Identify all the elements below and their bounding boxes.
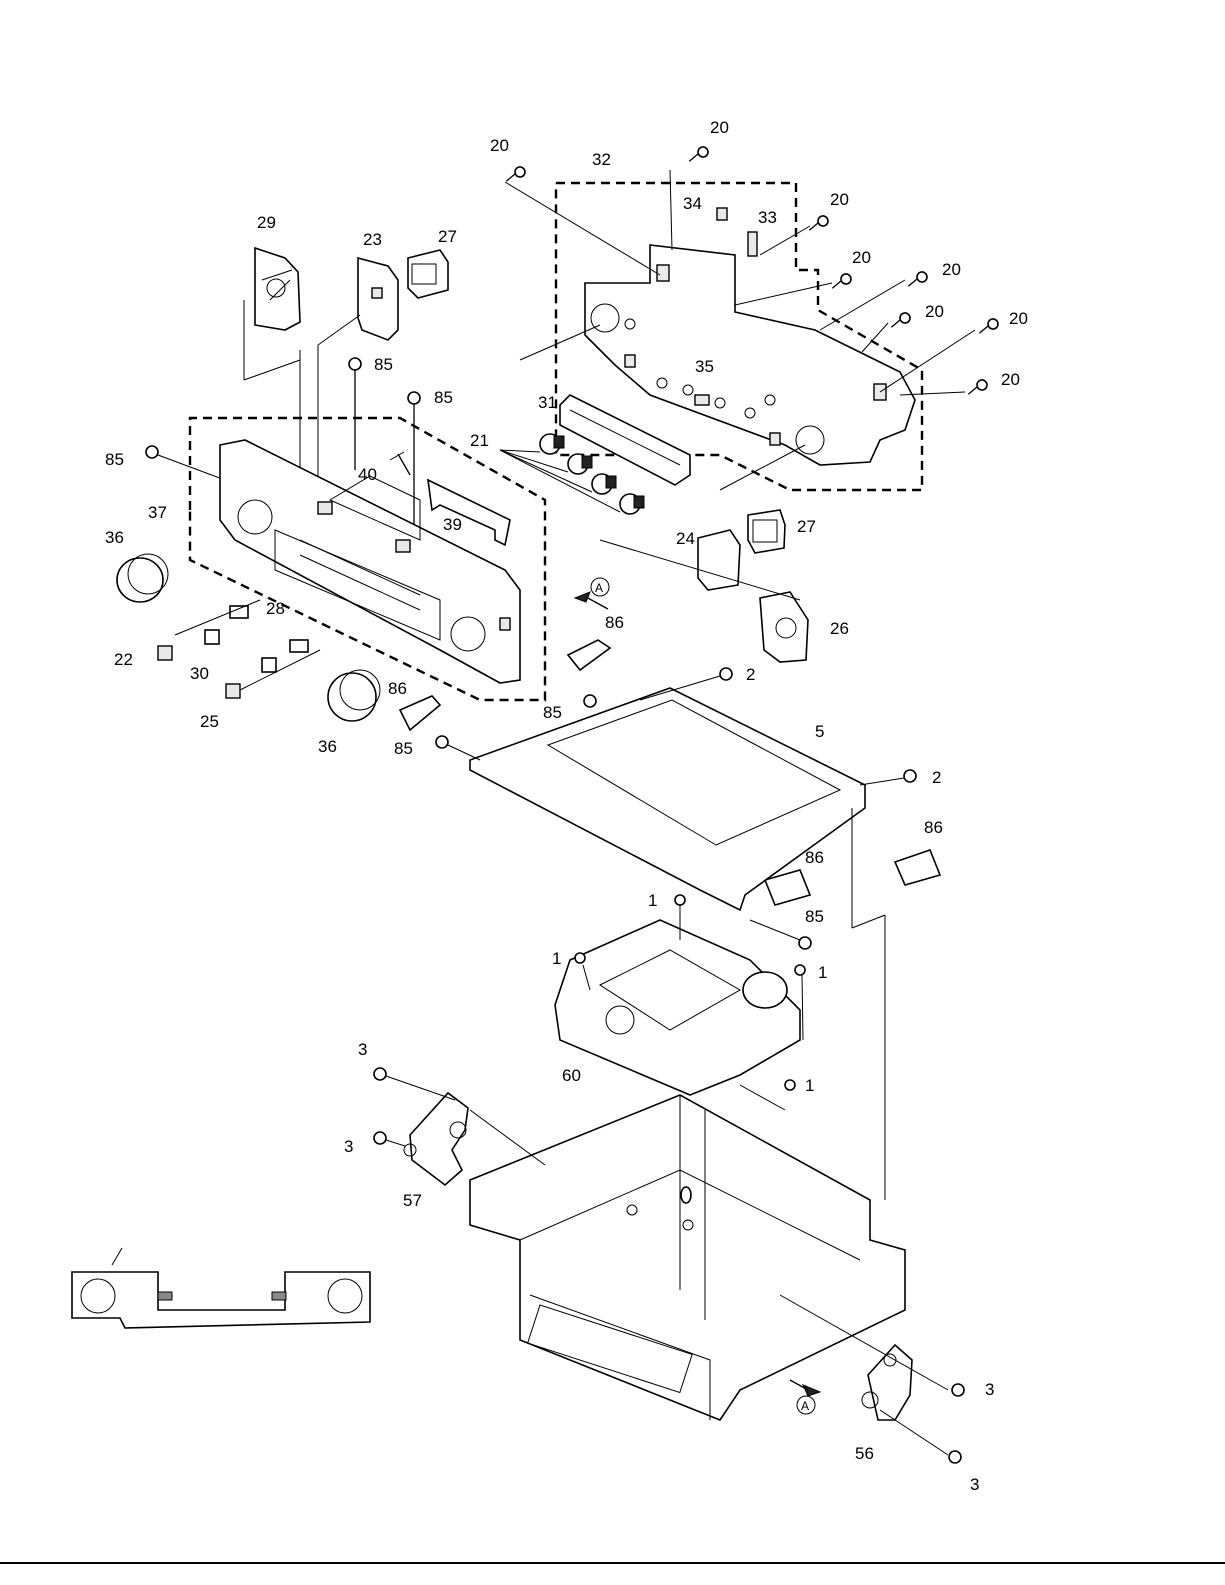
callout-label: 85 [374, 355, 393, 374]
callout-label: 3 [344, 1137, 353, 1156]
callout-label: 86 [605, 613, 624, 632]
callout-label: 36 [318, 737, 337, 756]
callout-label: 29 [257, 213, 276, 232]
callout-label: 85 [394, 739, 413, 758]
callout-label: 2 [746, 665, 755, 684]
callout-label: 27 [797, 517, 816, 536]
callout-label: 20 [942, 260, 961, 279]
knob-holder-23 [318, 258, 398, 495]
callout-label: 3 [358, 1040, 367, 1059]
callout-label: 1 [818, 963, 827, 982]
callout-label: 32 [592, 150, 611, 169]
callout-label: 3 [970, 1475, 979, 1494]
knob-36-upper [117, 554, 168, 602]
callout-label: 22 [114, 650, 133, 669]
knob-holder-24 [698, 530, 740, 590]
callout-label: 33 [758, 208, 777, 227]
callout-label: 35 [695, 357, 714, 376]
callout-label: 40 [358, 465, 377, 484]
pad-86-a [568, 640, 610, 670]
callout-label: 60 [562, 1066, 581, 1085]
callout-label: 20 [1009, 309, 1028, 328]
switch-27-right [748, 510, 785, 553]
callout-label: 20 [925, 302, 944, 321]
callout-label: 28 [266, 599, 285, 618]
cap-25 [226, 684, 240, 698]
callout-label: 21 [470, 431, 489, 450]
callout-label: 39 [443, 515, 462, 534]
callout-label: 3 [985, 1380, 994, 1399]
callout-label: 20 [1001, 370, 1020, 389]
callout-label: 1 [805, 1076, 814, 1095]
callout-label: 34 [683, 194, 702, 213]
callout-label: 85 [543, 703, 562, 722]
chassis [470, 1095, 905, 1420]
inset-plate [72, 1248, 370, 1328]
callout-label: 25 [200, 712, 219, 731]
callout-label: 1 [648, 891, 657, 910]
callout-label: 86 [924, 818, 943, 837]
callout-label: A [595, 581, 603, 595]
callout-label: 85 [434, 388, 453, 407]
pad-86-d [895, 850, 940, 885]
callout-label: 20 [710, 118, 729, 137]
knob-36-lower [328, 670, 380, 721]
callout-label: 57 [403, 1191, 422, 1210]
callout-label: 86 [388, 679, 407, 698]
cap-22 [158, 646, 172, 660]
callout-label: 56 [855, 1444, 874, 1463]
arrow-A-upper [575, 578, 609, 609]
callout-label: 1 [552, 949, 561, 968]
callout-label: 5 [815, 722, 824, 741]
callout-label: 23 [363, 230, 382, 249]
callout-label: 20 [490, 136, 509, 155]
front-bezel-37 [190, 418, 545, 700]
bracket-39 [428, 480, 510, 545]
pcb-assembly-32 [520, 183, 922, 490]
bottom-rule [0, 1562, 1225, 1564]
callout-label: 30 [190, 664, 209, 683]
switch-27-top [408, 250, 448, 298]
callout-label: 2 [932, 768, 941, 787]
callout-label: 20 [830, 190, 849, 209]
callout-label: 31 [538, 393, 557, 412]
callout-label: 86 [805, 848, 824, 867]
callout-label: 85 [105, 450, 124, 469]
pad-86-b [400, 696, 440, 730]
callout-label: 37 [148, 503, 167, 522]
spring-40 [390, 452, 410, 475]
callout-label: 20 [852, 248, 871, 267]
callout-label: 27 [438, 227, 457, 246]
callout-label: 24 [676, 529, 695, 548]
callout-label: 36 [105, 528, 124, 547]
callout-label: A [801, 1399, 809, 1413]
callout-label: 85 [805, 907, 824, 926]
callout-label: 26 [830, 619, 849, 638]
